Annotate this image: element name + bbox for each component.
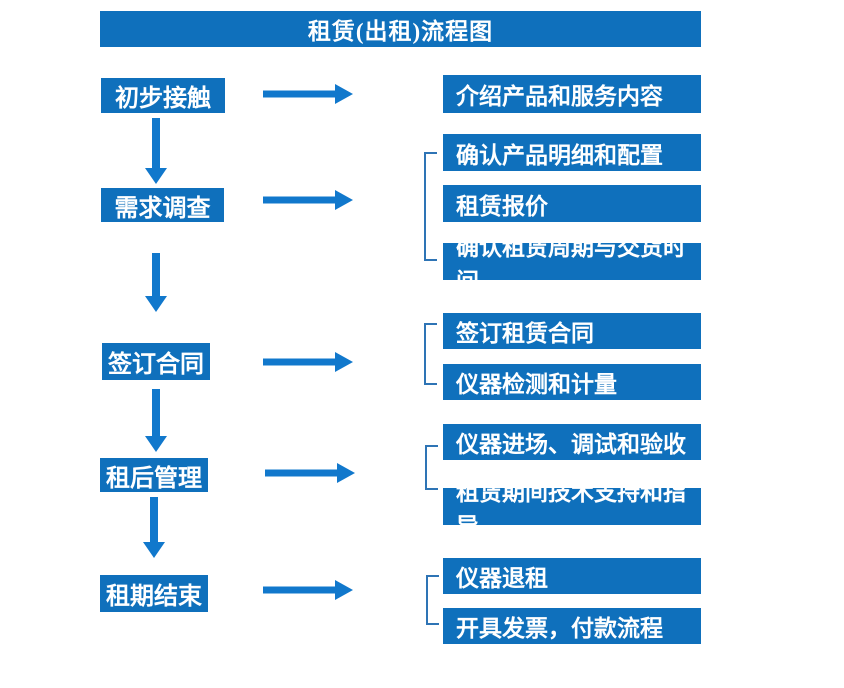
step-box-instrument-return: 仪器退租 (443, 558, 701, 594)
step-box-instrument-setup-acceptance: 仪器进场、调试和验收 (443, 424, 701, 460)
flowchart-title: 租赁(出租)流程图 (307, 19, 494, 44)
right-arrow-icon (265, 463, 355, 483)
step-box-confirm-product-details: 确认产品明细和配置 (443, 134, 701, 171)
step-box-instrument-inspection-metering: 仪器检测和计量 (443, 364, 701, 400)
right-arrow-icon (263, 190, 353, 210)
right-arrow-icon (263, 352, 353, 372)
group-bracket (424, 323, 437, 385)
group-bracket (426, 575, 439, 625)
down-arrow-icon (145, 389, 167, 452)
stage-box-sign-contract: 签订合同 (102, 343, 210, 380)
stage-box-demand-survey: 需求调查 (101, 188, 224, 222)
stage-box-post-rental-management: 租后管理 (100, 458, 208, 492)
stage-box-rental-end: 租期结束 (100, 575, 208, 612)
right-arrow-icon (263, 580, 353, 600)
step-box-confirm-rental-period-delivery: 确认租赁周期与交货时间 (443, 235, 701, 294)
step-box-rental-quotation: 租赁报价 (443, 185, 701, 222)
down-arrow-icon (143, 497, 165, 558)
down-arrow-icon (145, 118, 167, 184)
group-bracket (425, 445, 438, 490)
group-bracket (424, 152, 437, 261)
flowchart-title-bar: 租赁(出租)流程图 (100, 11, 701, 47)
right-arrow-icon (263, 84, 353, 104)
step-box-invoice-payment-process: 开具发票，付款流程 (443, 608, 701, 644)
step-box-introduce-products-services: 介绍产品和服务内容 (443, 75, 701, 113)
step-box-technical-support-guidance: 租赁期间技术支持和指导 (443, 480, 701, 539)
down-arrow-icon (145, 253, 167, 312)
step-box-sign-rental-contract: 签订租赁合同 (443, 313, 701, 349)
stage-box-initial-contact: 初步接触 (101, 78, 225, 113)
